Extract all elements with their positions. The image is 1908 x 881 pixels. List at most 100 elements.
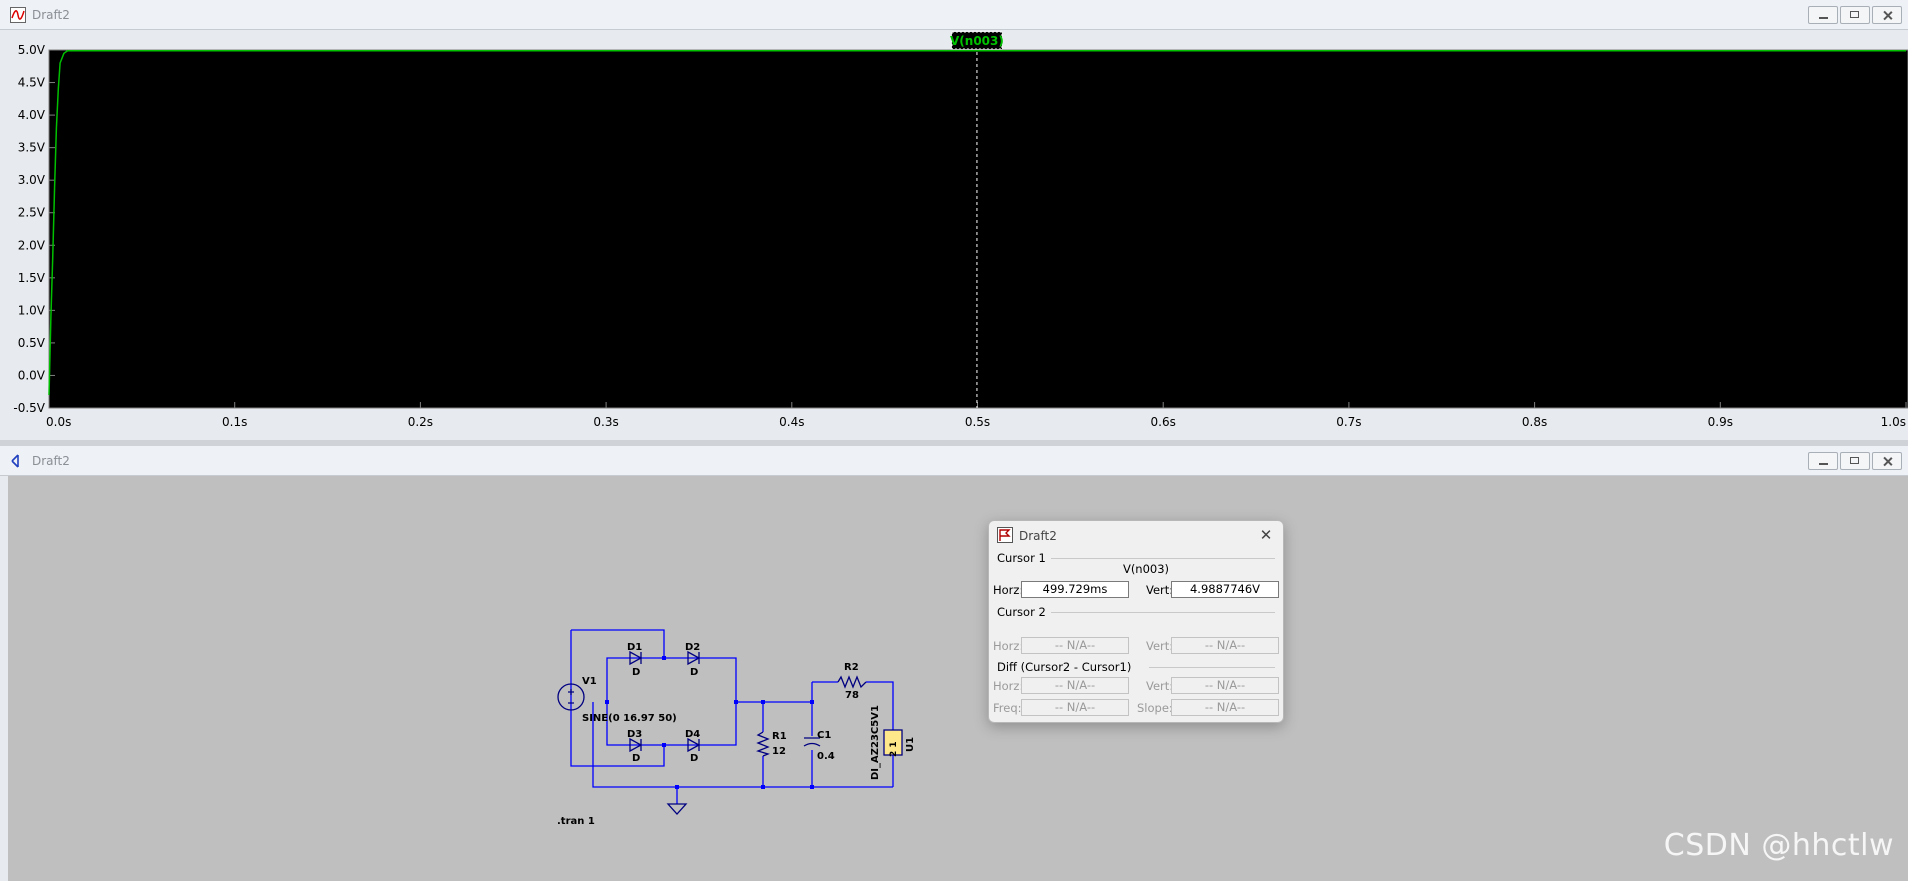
components — [557, 650, 867, 815]
close-button[interactable] — [1872, 6, 1902, 24]
minimize-button[interactable] — [1808, 452, 1838, 470]
restore-button[interactable] — [1840, 452, 1870, 470]
y-tick-label: 1.5V — [18, 271, 46, 285]
x-tick-label: 0.6s — [1151, 415, 1176, 429]
diff-horz-field: -- N/A-- — [1021, 677, 1129, 694]
minimize-button[interactable] — [1808, 6, 1838, 24]
cursor-dialog-title: Draft2 — [1019, 529, 1057, 543]
tran-directive[interactable]: .tran 1 — [557, 816, 595, 827]
close-icon[interactable]: ✕ — [1259, 526, 1273, 544]
v1-label: V1 — [582, 676, 597, 687]
y-tick-label: 0.0V — [18, 368, 46, 382]
d2-model: D — [690, 667, 698, 678]
c1-capacitor-symbol — [803, 737, 821, 747]
diff-vert-field: -- N/A-- — [1171, 677, 1279, 694]
plot-background[interactable] — [48, 49, 1908, 409]
schematic-drawing[interactable]: V1 SINE(0 16.97 50) D1 D D2 D D3 D D4 D … — [8, 476, 1908, 881]
schematic-labels: V1 SINE(0 16.97 50) D1 D D2 D D3 D D4 D … — [557, 642, 916, 827]
cursor-dialog: Draft2 ✕ Cursor 1 V(n003) Horz: 499.729m… — [988, 520, 1284, 723]
waveform-window-title: Draft2 — [32, 8, 70, 22]
cursor-flag-icon — [997, 527, 1013, 543]
diff-slope-field: -- N/A-- — [1171, 699, 1279, 716]
diff-group-label: Diff (Cursor2 - Cursor1) — [997, 660, 1132, 674]
cursor1-group-label: Cursor 1 — [997, 551, 1046, 565]
x-tick-label: 0.3s — [593, 415, 618, 429]
d4-label: D4 — [685, 729, 700, 740]
y-tick-label: 4.5V — [18, 76, 46, 90]
wires — [570, 629, 894, 804]
y-tick-label: 1.0V — [18, 303, 46, 317]
x-tick-label: 0.8s — [1522, 415, 1547, 429]
d1-label: D1 — [627, 642, 642, 653]
cursor2-horz-field: -- N/A-- — [1021, 637, 1129, 654]
junction-dots — [605, 656, 814, 789]
y-tick-label: 4.0V — [18, 108, 46, 122]
d1-model: D — [632, 667, 640, 678]
plot-area[interactable]: 5.0V 4.5V 4.0V 3.5V 3.0V 2.5V 2.0V 1.5V 1.0V 0.5V… — [0, 30, 1908, 440]
y-tick-label: 3.0V — [18, 173, 46, 187]
x-tick-label: 0.4s — [779, 415, 804, 429]
v1-value: SINE(0 16.97 50) — [582, 713, 677, 724]
u1-block — [883, 729, 903, 756]
diff-freq-field: -- N/A-- — [1021, 699, 1129, 716]
schematic-window-title: Draft2 — [32, 454, 70, 468]
x-tick-label: 0.0s — [46, 415, 71, 429]
waveform-titlebar[interactable]: Draft2 — [0, 0, 1908, 30]
d3-diode-symbol — [629, 737, 643, 753]
x-tick-label: 0.5s — [965, 415, 990, 429]
diff-freq-label: Freq: — [993, 701, 1022, 715]
d2-label: D2 — [685, 642, 700, 653]
y-axis-ticks: 5.0V 4.5V 4.0V 3.5V 3.0V 2.5V 2.0V 1.5V 1.0V 0.5V… — [13, 43, 55, 415]
y-tick-label: -0.5V — [13, 401, 45, 415]
waveform-window: Draft2 5.0V 4.5V 4.0V 3.5V 3.0V 2.5V 2.0V 1.5V 1… — [0, 0, 1908, 440]
diff-vert-label: Vert: — [1146, 679, 1174, 693]
x-tick-label: 0.2s — [408, 415, 433, 429]
d3-model: D — [632, 753, 640, 764]
c1-value: 0.4 — [817, 751, 835, 762]
cursor1-vert-label: Vert: — [1146, 583, 1174, 597]
v1-source-symbol — [557, 683, 585, 711]
d4-model: D — [690, 753, 698, 764]
u1-model: DI_AZ23C5V1 — [870, 705, 881, 780]
cursor1-horz-field[interactable]: 499.729ms — [1021, 581, 1129, 598]
x-tick-label: 0.1s — [222, 415, 247, 429]
trace-label-group: V(n003) — [950, 31, 1004, 50]
y-tick-label: 3.5V — [18, 141, 46, 155]
restore-button[interactable] — [1840, 6, 1870, 24]
diff-horz-label: Horz: — [993, 679, 1024, 693]
cursor2-vert-label: Vert: — [1146, 639, 1174, 653]
cursor1-horz-label: Horz: — [993, 583, 1024, 597]
watermark: CSDN @hhctlw — [1663, 828, 1894, 863]
close-button[interactable] — [1872, 452, 1902, 470]
y-tick-label: 2.5V — [18, 206, 46, 220]
r2-resistor-symbol — [837, 675, 867, 689]
schematic-canvas[interactable]: V1 SINE(0 16.97 50) D1 D D2 D D3 D D4 D … — [8, 476, 1908, 881]
r2-value: 78 — [845, 690, 859, 701]
schematic-window: Draft2 — [0, 446, 1908, 881]
d3-label: D3 — [627, 729, 642, 740]
waveform-icon — [10, 7, 26, 23]
d4-diode-symbol — [687, 737, 701, 753]
waveform-plot[interactable]: 5.0V 4.5V 4.0V 3.5V 3.0V 2.5V 2.0V 1.5V 1.0V 0.5V… — [0, 30, 1908, 440]
d2-diode-symbol — [687, 650, 701, 666]
x-tick-label: 0.9s — [1708, 415, 1733, 429]
y-tick-label: 5.0V — [18, 43, 46, 57]
trace-label[interactable]: V(n003) — [950, 34, 1004, 48]
trace-v-n003 — [48, 49, 1906, 396]
cursor2-vert-field: -- N/A-- — [1171, 637, 1279, 654]
r1-label: R1 — [772, 731, 787, 742]
cursor1-vert-field[interactable]: 4.9887746V — [1171, 581, 1279, 598]
schematic-titlebar[interactable]: Draft2 — [0, 446, 1908, 476]
x-tick-label: 1.0s — [1881, 415, 1906, 429]
r2-label: R2 — [844, 662, 859, 673]
cursor2-group-label: Cursor 2 — [997, 605, 1046, 619]
u1-label: U1 — [905, 737, 916, 752]
u1-pins: 2 1 — [889, 741, 899, 757]
trace-label-box[interactable] — [951, 31, 1003, 50]
cursor-dialog-titlebar[interactable]: Draft2 ✕ — [989, 521, 1283, 549]
d1-diode-symbol — [629, 650, 643, 666]
r1-value: 12 — [772, 746, 786, 757]
y-tick-label: 2.0V — [18, 238, 46, 252]
y-tick-label: 0.5V — [18, 336, 46, 350]
